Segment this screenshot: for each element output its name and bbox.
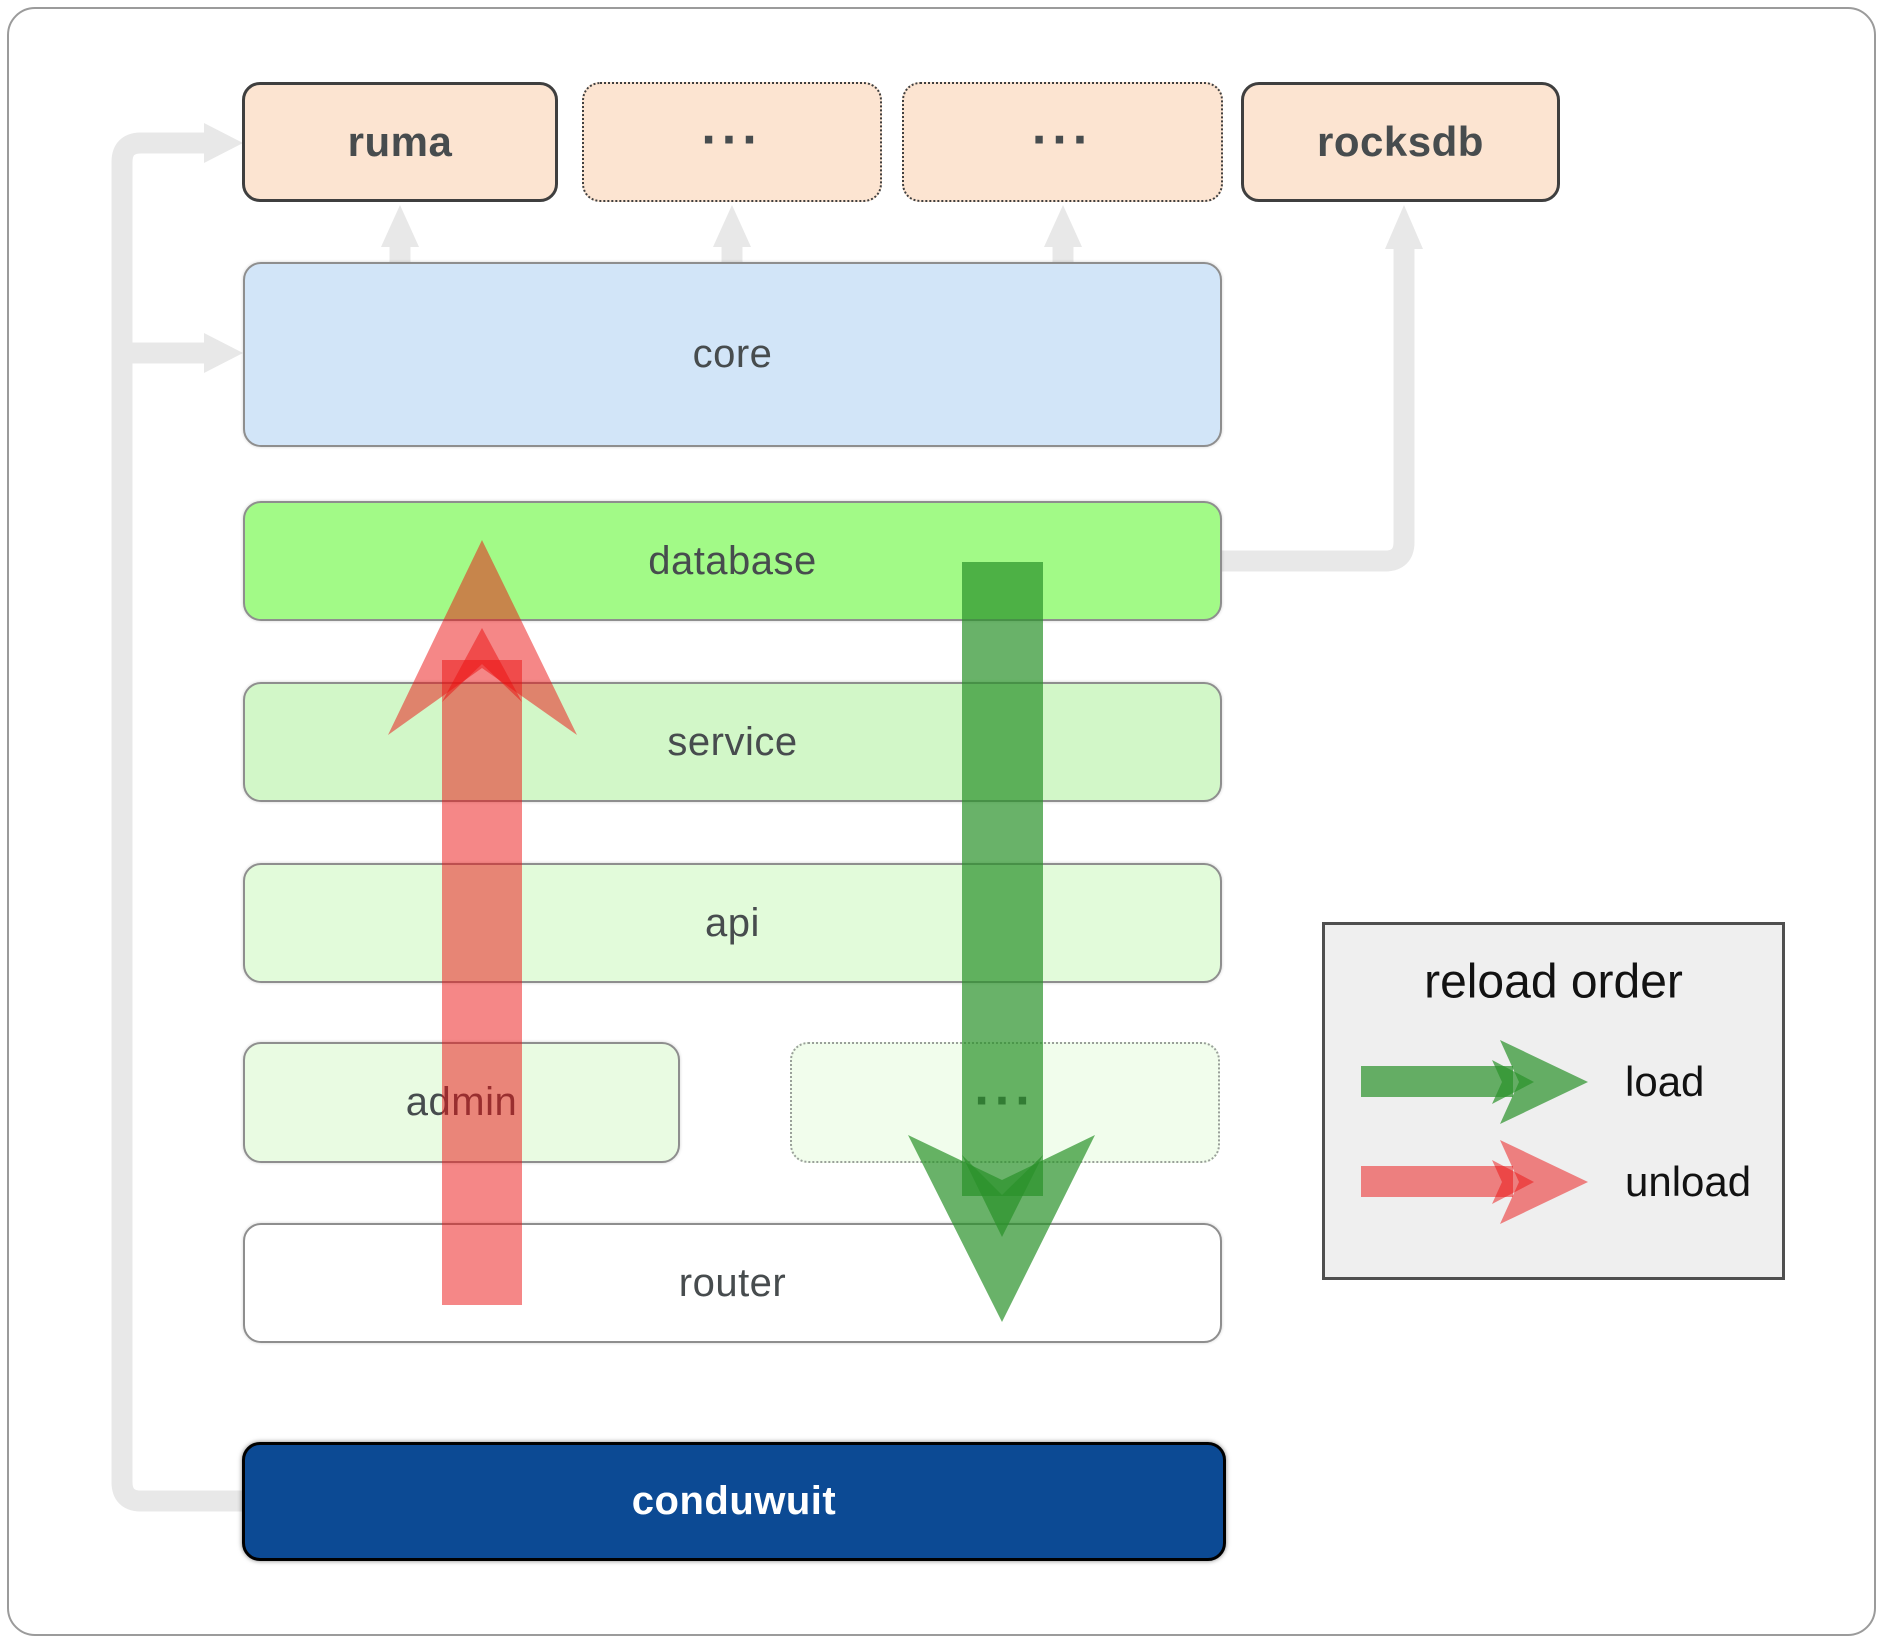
app-label-conduwuit: conduwuit bbox=[631, 1479, 837, 1523]
ellipsis-dots: ... bbox=[701, 97, 763, 156]
database-to-rocksdb-connector bbox=[1222, 249, 1415, 572]
crate-box-rocksdb: rocksdb bbox=[1241, 82, 1560, 202]
core-to-ruma-arrow-shaft bbox=[389, 244, 411, 264]
arrowhead-into-rocksdb-icon bbox=[1385, 205, 1423, 249]
layer-box-admin: admin bbox=[243, 1042, 680, 1163]
layer-box-router: router bbox=[243, 1223, 1222, 1343]
core-to-crate2-arrowhead-icon bbox=[713, 205, 751, 247]
crate-label-ruma: ruma bbox=[347, 118, 453, 165]
arrowhead-into-core-icon bbox=[204, 333, 243, 373]
layer-box-admin-ellipsis: ... bbox=[790, 1042, 1220, 1163]
layer-label-database: database bbox=[648, 538, 817, 583]
crate-label-rocksdb: rocksdb bbox=[1317, 118, 1484, 165]
layer-label-admin: admin bbox=[405, 1080, 518, 1124]
layer-box-service: service bbox=[243, 682, 1222, 802]
layer-label-service: service bbox=[667, 719, 798, 764]
core-to-crate3-arrow-shaft bbox=[1052, 244, 1074, 264]
core-to-crate2-arrow-shaft bbox=[721, 244, 743, 264]
core-to-crate3-arrowhead-icon bbox=[1044, 205, 1082, 247]
crate-box-ruma: ruma bbox=[242, 82, 558, 202]
app-box-conduwuit: conduwuit bbox=[242, 1442, 1226, 1561]
layer-label-api: api bbox=[705, 900, 760, 945]
layer-box-api: api bbox=[243, 863, 1222, 983]
legend-label-load: load bbox=[1625, 1058, 1705, 1105]
core-to-ruma-arrowhead-icon bbox=[381, 205, 419, 247]
crate-box-ellipsis-1: ... bbox=[582, 82, 882, 202]
ellipsis-dots: ... bbox=[1031, 97, 1094, 156]
legend-title: reload order bbox=[1424, 955, 1683, 1009]
layer-box-database: database bbox=[243, 501, 1222, 621]
ellipsis-dots: ... bbox=[974, 1057, 1036, 1116]
conduwuit-to-ruma-connector bbox=[111, 132, 243, 1512]
layer-box-core: core bbox=[243, 262, 1222, 447]
layer-label-router: router bbox=[678, 1260, 787, 1305]
arrowhead-into-ruma-icon bbox=[204, 123, 243, 163]
layer-label-core: core bbox=[692, 332, 773, 376]
legend-label-unload: unload bbox=[1625, 1158, 1752, 1205]
outer-frame bbox=[7, 7, 1876, 1636]
crate-box-ellipsis-2: ... bbox=[902, 82, 1223, 202]
